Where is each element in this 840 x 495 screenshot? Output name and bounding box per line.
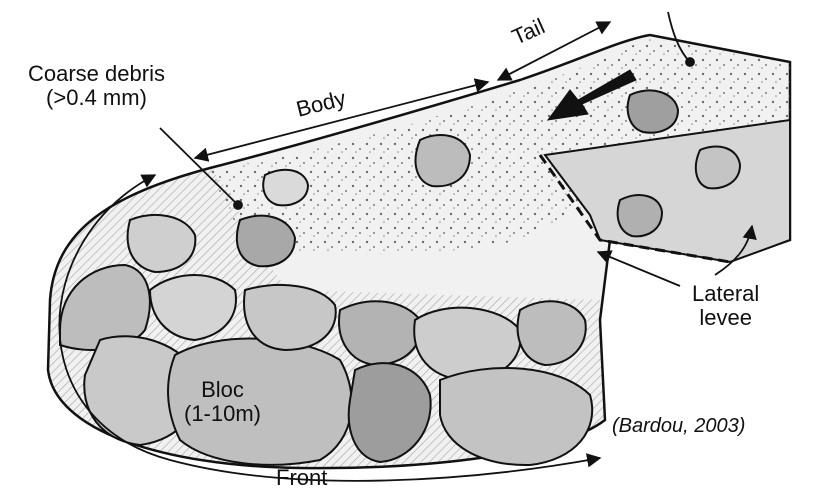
bloc-line1: Bloc — [184, 378, 261, 402]
coarse-debris-label: Coarse debris (>0.4 mm) — [28, 62, 165, 110]
lateral-levee-label: Lateral levee — [692, 282, 759, 330]
bloc-line2: (1-10m) — [184, 402, 261, 426]
levee-pointer-left — [598, 252, 680, 286]
front-label: Front — [276, 466, 327, 490]
coarse-debris-line1: Coarse debris — [28, 62, 165, 86]
coarse-debris-line2: (>0.4 mm) — [28, 86, 165, 110]
lateral-levee-line2: levee — [692, 306, 759, 330]
bloc-label: Bloc (1-10m) — [184, 378, 261, 426]
lateral-levee-line1: Lateral — [692, 282, 759, 306]
citation: (Bardou, 2003) — [612, 414, 745, 438]
